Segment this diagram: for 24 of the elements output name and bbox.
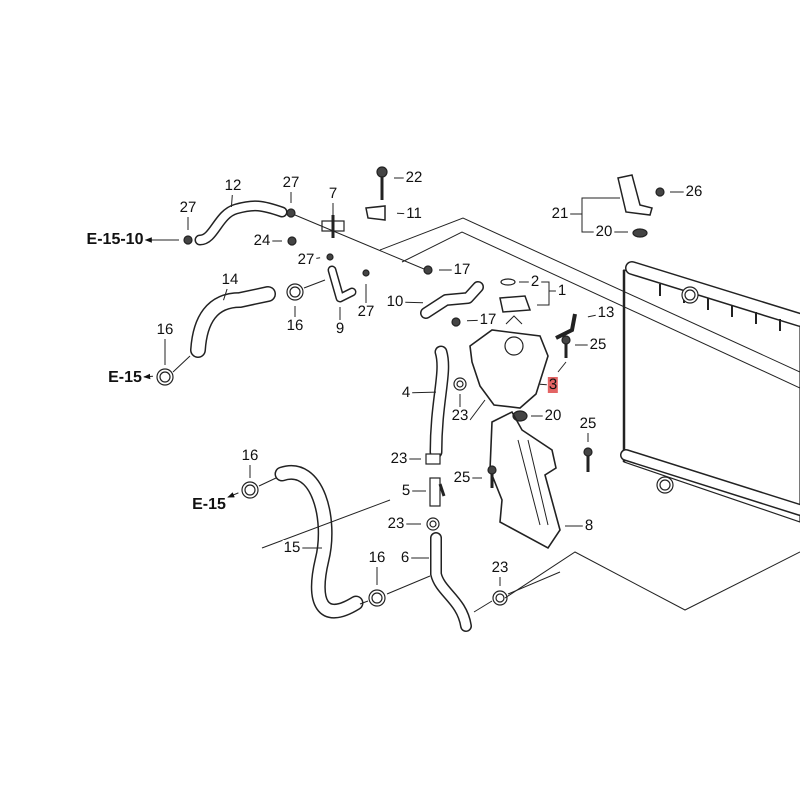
leader-line (412, 392, 436, 394)
leader-line (164, 338, 166, 366)
reference-arrow (143, 374, 154, 380)
bracket-line (570, 214, 594, 232)
leader-line (466, 320, 478, 322)
leader-line (230, 194, 233, 208)
leader-line (376, 566, 378, 586)
leader-line (316, 257, 321, 259)
leader-line (587, 314, 596, 318)
leader-line (332, 202, 334, 218)
leader-line (290, 192, 292, 204)
bracket-line (536, 290, 556, 306)
callout-number: 3 (548, 377, 558, 393)
reference-arrow (227, 492, 239, 498)
reference-arrow (144, 237, 180, 243)
leader-line (540, 384, 548, 386)
leader-line (412, 490, 426, 492)
leader-line (223, 288, 228, 301)
leader-line (404, 302, 424, 304)
leader-line (396, 212, 405, 214)
leader-line (294, 306, 296, 318)
leader-line (272, 240, 282, 242)
leader-line (574, 344, 588, 346)
leader-line (408, 458, 422, 460)
